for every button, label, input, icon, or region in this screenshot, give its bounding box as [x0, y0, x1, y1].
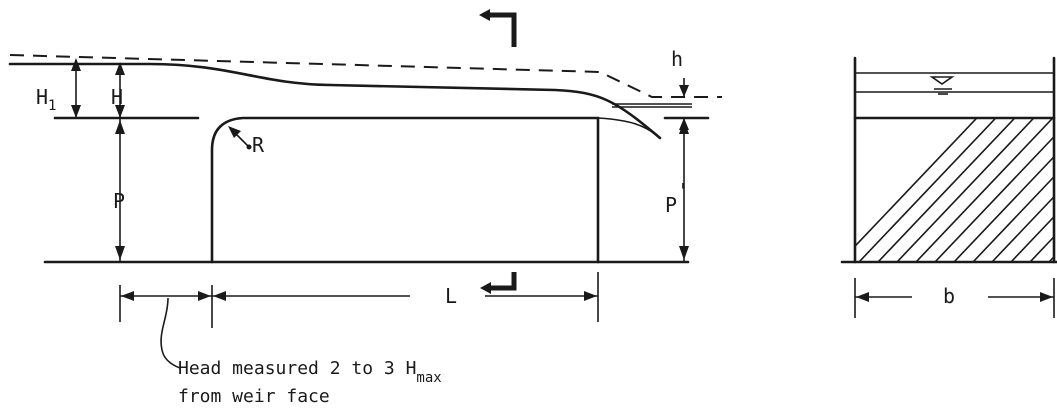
label-H1: H1	[36, 85, 56, 114]
label-P: P	[113, 189, 125, 213]
section-mark-bottom	[488, 272, 517, 291]
dimension-P	[115, 118, 125, 262]
hatch-line	[991, 195, 1054, 262]
weir-section-hatching	[855, 118, 1054, 262]
nappe-lower-line	[597, 117, 661, 139]
weir-cross-section: b	[840, 56, 1057, 318]
note-line-1: Head measured 2 to 3 Hmax	[178, 358, 442, 386]
dimension-H1	[71, 58, 81, 118]
water-surface-symbol	[929, 76, 955, 95]
weir-body	[210, 116, 600, 264]
hatch-line	[1010, 215, 1054, 262]
note-leader	[160, 297, 181, 369]
label-L: L	[445, 284, 457, 308]
hatch-line	[896, 118, 1035, 262]
dimension-b	[854, 278, 1055, 318]
label-P-prime: P'	[665, 179, 689, 217]
label-H: H	[111, 85, 123, 109]
label-b: b	[943, 284, 955, 308]
dimension-H	[115, 62, 125, 118]
hatch-line	[858, 118, 997, 262]
section-mark-top	[483, 12, 517, 47]
note-line-2: from weir face	[178, 386, 330, 407]
hatch-line	[934, 135, 1054, 262]
dimension-P-prime	[679, 118, 689, 262]
dimension-L	[212, 272, 599, 322]
radius-R-leader	[228, 126, 252, 150]
hatch-line	[855, 118, 978, 248]
hatch-line	[972, 175, 1054, 262]
water-surface-profile	[8, 62, 662, 140]
weir-profile-view: H1 H P R L h P' Head measured 2 to 3 Hma…	[8, 9, 722, 407]
label-R: R	[252, 133, 265, 157]
hatch-line	[953, 155, 1054, 262]
label-h: h	[671, 47, 683, 71]
hatch-line	[877, 118, 1016, 262]
dimension-upstream-distance	[119, 285, 213, 328]
hatch-line	[915, 118, 1054, 262]
